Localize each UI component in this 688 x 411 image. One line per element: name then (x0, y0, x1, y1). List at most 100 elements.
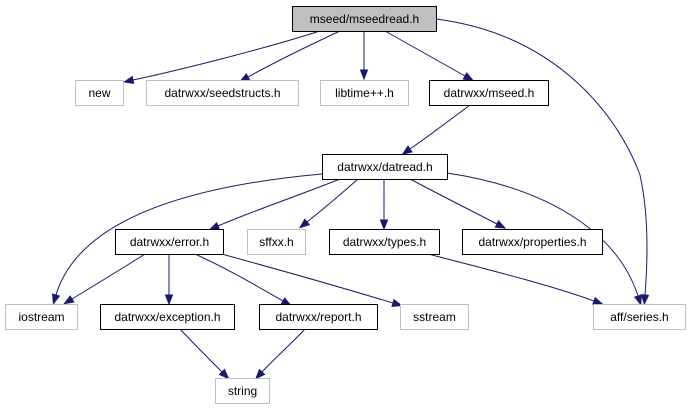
arrowhead-icon (592, 296, 604, 305)
node-string: string (215, 378, 270, 404)
edge-datread-to-types (379, 179, 389, 231)
node-label: datrwxx/error.h (130, 235, 209, 249)
arrowhead-icon (640, 294, 650, 306)
edge-types-to-series (427, 253, 604, 305)
arrowhead-icon (208, 221, 221, 231)
node-label: datrwxx/exception.h (114, 310, 220, 324)
edge-datread-to-properties (409, 178, 507, 229)
edge-line (435, 18, 648, 296)
edge-error-to-iostream (63, 253, 146, 305)
arrowhead-icon (52, 293, 61, 305)
edge-line (194, 253, 284, 302)
node-sffxx: sffxx.h (247, 229, 306, 255)
node-seedstructs: datrwxx/seedstructs.h (146, 80, 299, 106)
arrowhead-icon (63, 295, 75, 305)
node-box (429, 80, 549, 106)
arrowhead-icon (298, 218, 311, 229)
node-label: sffxx.h (259, 235, 293, 249)
arrowhead-icon (401, 145, 413, 155)
node-sstream: sstream (400, 304, 469, 330)
node-label: libtime++.h (335, 86, 394, 100)
node-iostream: iostream (5, 304, 78, 330)
edge-mseedread-to-libtime (359, 31, 369, 81)
arrowhead-icon (254, 368, 266, 380)
edge-line (409, 178, 498, 225)
edge-exception-to-string (179, 328, 230, 380)
edge-mseedread-to-seedstructs (238, 30, 341, 83)
arrowhead-icon (218, 368, 230, 380)
edge-mseedread-to-new (122, 30, 321, 85)
edge-line (217, 178, 341, 227)
edge-mseedread-to-mseed (384, 30, 475, 82)
node-label: datrwxx/datread.h (337, 160, 432, 174)
node-box (400, 304, 469, 330)
node-label: string (228, 384, 257, 398)
edge-datread-to-series (446, 172, 642, 306)
edge-error-to-sstream (217, 252, 403, 307)
node-report[interactable]: datrwxx/report.h (259, 304, 378, 330)
arrowhead-icon (379, 219, 389, 231)
edge-error-to-exception (164, 254, 174, 306)
edge-line (306, 178, 359, 223)
edge-report-to-string (254, 328, 306, 380)
edge-datread-to-iostream (52, 173, 323, 305)
node-label: new (88, 86, 110, 100)
node-label: iostream (18, 310, 64, 324)
node-error[interactable]: datrwxx/error.h (115, 229, 224, 255)
arrowhead-icon (633, 294, 642, 306)
node-box (329, 229, 440, 255)
node-datread[interactable]: datrwxx/datread.h (322, 154, 448, 180)
node-exception[interactable]: datrwxx/exception.h (100, 304, 235, 330)
node-box (462, 229, 603, 255)
node-box (593, 304, 686, 330)
node-label: aff/series.h (610, 310, 668, 324)
node-label: datrwxx/types.h (343, 235, 426, 249)
node-label: mseed/mseedread.h (310, 12, 419, 26)
node-box (115, 229, 224, 255)
node-box (75, 80, 124, 106)
node-box (247, 229, 306, 255)
edge-datread-to-sffxx (298, 178, 359, 229)
arrowhead-icon (122, 75, 135, 85)
node-box (5, 304, 78, 330)
arrowhead-icon (462, 72, 475, 82)
node-libtime: libtime++.h (320, 80, 409, 106)
edge-line (55, 173, 323, 296)
node-box (322, 154, 448, 180)
edge-line (179, 328, 223, 373)
node-new: new (75, 80, 124, 106)
node-box (292, 6, 437, 32)
node-label: datrwxx/seedstructs.h (164, 86, 280, 100)
edges-layer (52, 18, 650, 380)
node-label: datrwxx/properties.h (478, 235, 586, 249)
node-box (146, 80, 299, 106)
node-mseed[interactable]: datrwxx/mseed.h (429, 80, 549, 106)
arrowhead-icon (359, 69, 369, 81)
edge-line (384, 30, 466, 77)
node-types[interactable]: datrwxx/types.h (329, 229, 440, 255)
node-mseedread: mseed/mseedread.h (292, 6, 437, 32)
edge-line (446, 172, 639, 297)
edge-mseed-to-datread (401, 104, 471, 155)
edge-line (409, 104, 471, 150)
edge-error-to-report (194, 253, 293, 307)
node-series: aff/series.h (593, 304, 686, 330)
edge-mseedread-to-series (435, 18, 650, 306)
edge-line (132, 30, 321, 81)
edge-line (427, 253, 595, 302)
nodes-layer: mseed/mseedread.h new datrwxx/seedstructs.… (5, 6, 686, 404)
edge-line (247, 30, 341, 78)
edge-line (261, 328, 306, 373)
node-label: datrwxx/mseed.h (444, 86, 535, 100)
arrowhead-icon (164, 294, 174, 306)
node-box (100, 304, 235, 330)
node-label: datrwxx/report.h (275, 310, 361, 324)
node-box (320, 80, 409, 106)
node-box (259, 304, 378, 330)
node-properties[interactable]: datrwxx/properties.h (462, 229, 603, 255)
edge-line (217, 252, 394, 304)
node-box (215, 378, 270, 404)
arrowhead-icon (494, 220, 507, 229)
node-label: sstream (413, 310, 456, 324)
